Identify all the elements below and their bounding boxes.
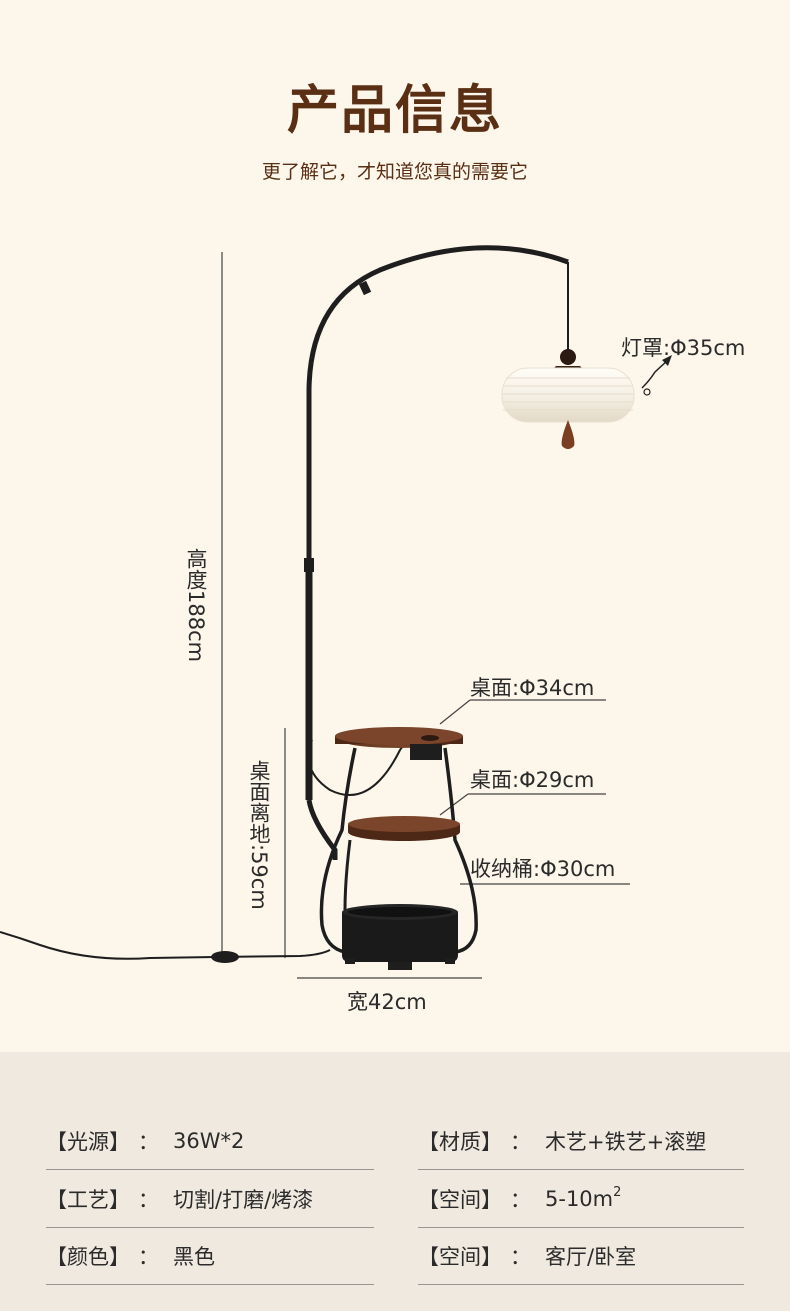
shade-knob (560, 349, 576, 365)
spec-value: 36W*2 (173, 1128, 245, 1153)
spec-color: 【颜色】 ： 黑色 (46, 1227, 374, 1285)
floor-lamp-illustration (0, 245, 672, 979)
width-label: 宽42cm (347, 990, 427, 1014)
page-title: 产品信息 (286, 81, 503, 141)
table-frame (319, 747, 357, 954)
spec-value: 黑色 (173, 1244, 215, 1269)
socket-box (410, 744, 442, 760)
shade-pointer (641, 359, 669, 389)
spec-value: 木艺+铁艺+滚塑 (545, 1129, 707, 1154)
spec-craft: 【工艺】 ： 切割/打磨/烤漆 (46, 1170, 374, 1228)
spec-key: 【空间】 (418, 1244, 502, 1269)
spec-material: 【材质】 ： 木艺+铁艺+滚塑 (418, 1112, 744, 1170)
lamp-shade (501, 367, 635, 423)
spec-room: 【空间】 ： 客厅/卧室 (418, 1227, 744, 1285)
product-info-section: 产品信息 更了解它，才知道您真的需要它 (0, 81, 746, 1014)
spec-key: 【空间】 (418, 1187, 502, 1212)
spec-key: 【材质】 (418, 1129, 502, 1154)
shade-size-label: 灯罩:Φ35cm (621, 336, 746, 360)
spec-key: 【光源】 (46, 1129, 130, 1154)
spec-value: 客厅/卧室 (545, 1244, 637, 1269)
bucket-size-label: 收纳桶:Φ30cm (470, 857, 616, 881)
lamp-arm (306, 245, 569, 560)
page-subtitle: 更了解它，才知道您真的需要它 (261, 161, 528, 183)
pull-drop (561, 420, 575, 449)
spec-key: 【工艺】 (46, 1187, 130, 1212)
power-cord (0, 931, 331, 960)
spec-value: 5-10m2 (545, 1184, 622, 1211)
storage-bucket (342, 912, 458, 962)
top-table-size-label: 桌面:Φ34cm (470, 676, 595, 700)
middle-table-size-label: 桌面:Φ29cm (470, 768, 595, 792)
spec-panel: 【光源】 ： 36W*2 【材质】 ： 木艺+铁艺+滚塑 【工艺】 ： 切割/打… (0, 1052, 790, 1311)
spec-value: 切割/打磨/烤漆 (173, 1187, 314, 1212)
spec-area: 【空间】 ： 5-10m2 (418, 1170, 744, 1228)
spec-key: 【颜色】 (46, 1244, 130, 1269)
foot-switch (211, 951, 239, 963)
table-height-label: 桌面离地:59cm (247, 760, 271, 910)
spec-light-source: 【光源】 ： 36W*2 (46, 1112, 374, 1170)
height-label: 高度188cm (184, 548, 208, 663)
middle-table (348, 816, 460, 832)
